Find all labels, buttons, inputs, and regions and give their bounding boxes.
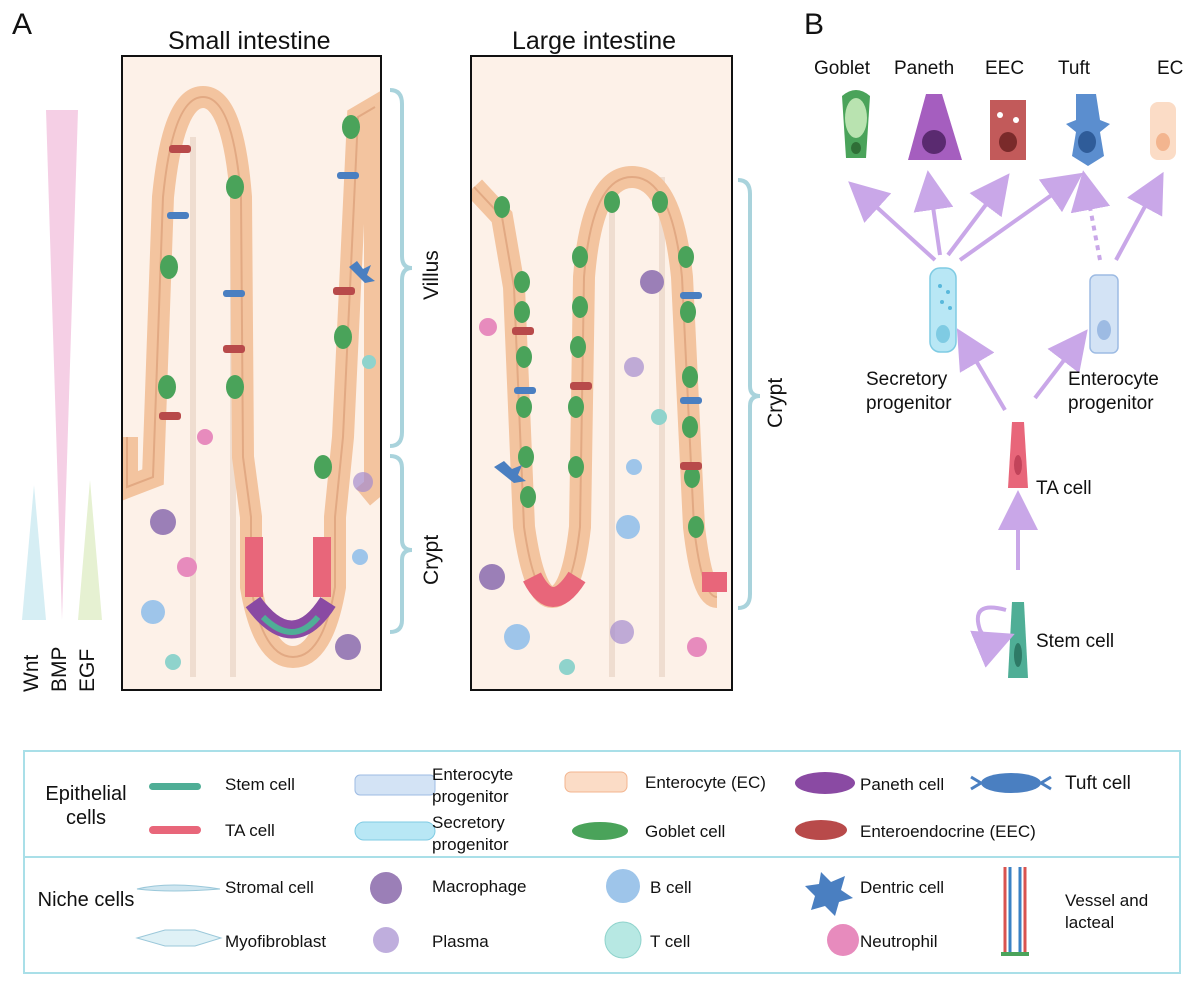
lineage-tree bbox=[842, 90, 1176, 678]
secretory-progenitor-icon bbox=[354, 821, 436, 841]
bmp-gradient bbox=[46, 110, 78, 620]
plasma-icon bbox=[373, 927, 399, 953]
enterocyte-progenitor-icon bbox=[1089, 274, 1119, 354]
niche-cells-heading: Niche cells bbox=[37, 889, 135, 911]
legend-stromal-cell: Stromal cell bbox=[225, 878, 314, 897]
dendritic-cell-icon bbox=[805, 872, 853, 916]
enterocyte-progenitor-icon bbox=[354, 774, 436, 796]
vessel-lacteal-icon bbox=[1001, 867, 1029, 956]
legend-paneth-cell: Paneth cell bbox=[860, 775, 945, 794]
villus-label: Villus bbox=[420, 250, 443, 300]
large-bracket bbox=[737, 178, 761, 610]
stem-cell-icon bbox=[1008, 602, 1028, 678]
ta-cell-icon bbox=[1008, 422, 1028, 488]
legend-vessel-lacteal: Vessel and lacteal bbox=[1065, 891, 1149, 932]
tuft-label: Tuft bbox=[1058, 58, 1091, 79]
legend-t-cell: T cell bbox=[650, 932, 691, 951]
small-intestine-title: Small intestine bbox=[168, 27, 331, 55]
small-intestine-box bbox=[121, 55, 382, 691]
wnt-label: Wnt bbox=[20, 654, 43, 692]
myofibroblast-icon bbox=[135, 929, 223, 947]
legend-b-cell: B cell bbox=[650, 878, 692, 897]
small-intestine-illustration bbox=[123, 57, 380, 689]
t-cell-icon bbox=[604, 921, 642, 959]
enterocyte-icon bbox=[564, 771, 628, 793]
wnt-gradient bbox=[22, 485, 46, 620]
legend-enterocyte: Enterocyte (EC) bbox=[645, 773, 766, 792]
b-cell-icon bbox=[606, 869, 640, 903]
enterocyte-icon bbox=[1150, 102, 1176, 160]
stromal-cell-icon bbox=[136, 884, 221, 892]
bmp-label: BMP bbox=[48, 646, 71, 692]
legend-stem-cell: Stem cell bbox=[225, 775, 295, 794]
legend-secretory-progenitor: Secretory progenitor bbox=[432, 813, 509, 854]
macrophage-icon bbox=[370, 872, 402, 904]
legend-eec: Enteroendocrine (EEC) bbox=[860, 822, 1036, 841]
legend-icons bbox=[135, 771, 1052, 959]
epithelial-cells-heading: Epithelial cells bbox=[45, 783, 127, 829]
goblet-cell-icon bbox=[842, 90, 870, 158]
tuft-cell-icon bbox=[970, 773, 1052, 793]
legend-myofibroblast: Myofibroblast bbox=[225, 932, 327, 951]
paneth-cell-icon bbox=[908, 94, 962, 160]
goblet-label: Goblet bbox=[814, 58, 870, 79]
eec-icon bbox=[795, 820, 847, 840]
paneth-label: Paneth bbox=[894, 58, 955, 79]
neutrophil-icon bbox=[827, 924, 859, 956]
secretory-progenitor-label: Secretory progenitor bbox=[866, 369, 952, 414]
ec-label: EC bbox=[1157, 58, 1184, 79]
paneth-cell-icon bbox=[795, 772, 855, 794]
legend-divider bbox=[25, 856, 1179, 858]
crypt-label-small: Crypt bbox=[420, 534, 443, 585]
panel-b-letter: B bbox=[804, 8, 825, 41]
legend-dendritic-cell: Dentric cell bbox=[860, 878, 945, 897]
legend-plasma: Plasma bbox=[432, 932, 489, 951]
legend-goblet-cell: Goblet cell bbox=[645, 822, 726, 841]
stem-cell-label: Stem cell bbox=[1036, 631, 1115, 652]
legend-macrophage: Macrophage bbox=[432, 877, 527, 896]
eec-icon bbox=[990, 100, 1026, 160]
egf-label: EGF bbox=[76, 648, 99, 692]
enterocyte-progenitor-label: Enterocyte progenitor bbox=[1068, 369, 1159, 414]
stem-cell-icon bbox=[149, 783, 201, 790]
crypt-label-large: Crypt bbox=[764, 377, 787, 428]
eec-label: EEC bbox=[985, 58, 1025, 79]
signal-gradients bbox=[22, 110, 102, 620]
large-intestine-title: Large intestine bbox=[512, 27, 677, 55]
ta-cell-label: TA cell bbox=[1036, 478, 1092, 499]
large-intestine-box bbox=[470, 55, 733, 691]
tuft-cell-icon bbox=[1066, 94, 1110, 166]
egf-gradient bbox=[78, 480, 102, 620]
legend-neutrophil: Neutrophil bbox=[860, 932, 938, 951]
legend-ta-cell: TA cell bbox=[225, 821, 275, 840]
legend-enterocyte-progenitor: Enterocyte progenitor bbox=[432, 765, 514, 806]
large-intestine-illustration bbox=[472, 57, 731, 689]
goblet-cell-icon bbox=[572, 822, 628, 840]
legend-tuft-cell: Tuft cell bbox=[1065, 773, 1131, 794]
legend: Epithelial cells Niche cells Stem cell T… bbox=[23, 750, 1181, 974]
secretory-progenitor-icon bbox=[929, 267, 957, 353]
small-brackets bbox=[389, 88, 413, 634]
ta-cell-icon bbox=[149, 826, 201, 834]
panel-a-letter: A bbox=[12, 8, 33, 41]
